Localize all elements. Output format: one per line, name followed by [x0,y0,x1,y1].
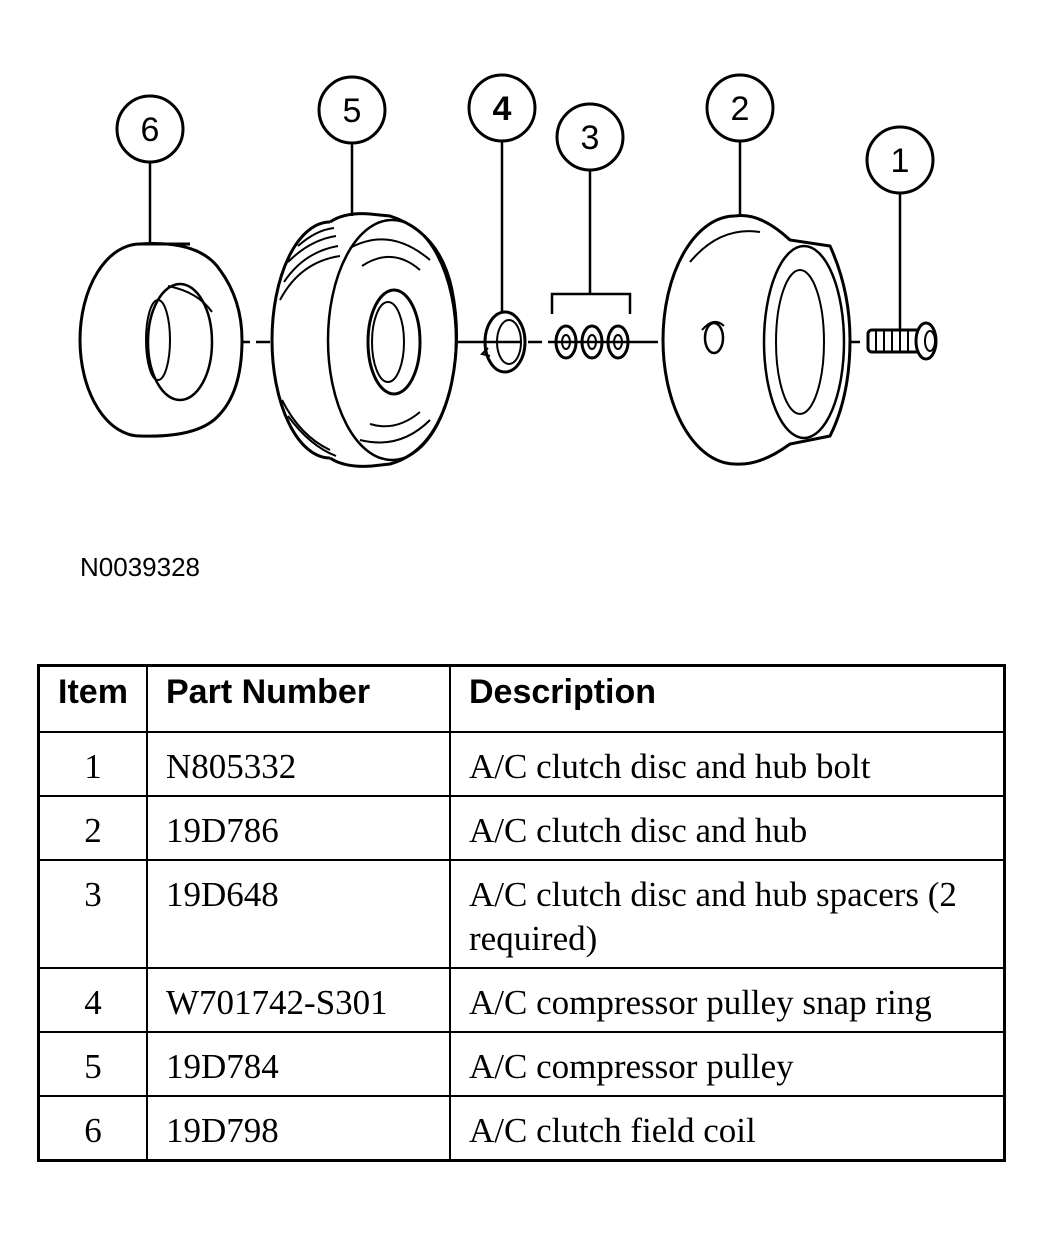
part-bolt [866,321,938,361]
table-row: 3 19D648 A/C clutch disc and hub spacers… [37,859,1006,969]
cell-item: 5 [37,1031,148,1097]
callout-3-label: 3 [581,119,600,157]
callout-5-circle [317,75,387,145]
cell-item: 2 [37,795,148,861]
figure-id: N0039328 [80,552,200,582]
header-item: Item [37,664,148,733]
callout-6-label: 6 [141,111,160,149]
part-disc-and-hub [661,214,852,466]
callout-4-label: 4 [493,90,512,128]
cell-part-number: 19D798 [146,1095,451,1162]
table-row: 6 19D798 A/C clutch field coil [37,1095,1006,1162]
cell-description: A/C clutch disc and hub bolt [449,731,1006,797]
cell-item: 1 [37,731,148,797]
table-row: 1 N805332 A/C clutch disc and hub bolt [37,731,1006,797]
cell-item: 3 [37,859,148,969]
callout-1-circle [865,125,935,195]
callout-6-circle [115,94,185,164]
callout-4-circle [467,73,537,143]
part-snap-ring [480,310,527,374]
header-part-number: Part Number [146,664,451,733]
table-row: 2 19D786 A/C clutch disc and hub [37,795,1006,861]
callout-2-label: 2 [731,90,750,128]
callout-3-circle [555,102,625,172]
cell-part-number: N805332 [146,731,451,797]
table-row: 5 19D784 A/C compressor pulley [37,1031,1006,1097]
part-pulley [270,212,459,468]
cell-description: A/C clutch field coil [449,1095,1006,1162]
cell-part-number: 19D784 [146,1031,451,1097]
callout-2-circle [705,73,775,143]
cell-item: 6 [37,1095,148,1162]
cell-description: A/C clutch disc and hub [449,795,1006,861]
part-field-coil [78,242,244,438]
cell-part-number: W701742-S301 [146,967,451,1033]
cell-part-number: 19D786 [146,795,451,861]
callout-5-label: 5 [343,92,362,130]
parts-table: Item Part Number Description 1 N805332 A… [37,664,1006,1162]
leader-lines [148,140,902,330]
cell-description: A/C clutch disc and hub spacers (2 requi… [449,859,1006,969]
part-spacers [550,292,632,360]
exploded-view-diagram: 1 2 3 4 5 6 [78,73,938,468]
cell-description: A/C compressor pulley snap ring [449,967,1006,1033]
cell-item: 4 [37,967,148,1033]
header-description: Description [449,664,1006,733]
callout-1-label: 1 [891,142,910,180]
table-row: 4 W701742-S301 A/C compressor pulley sna… [37,967,1006,1033]
table-header-row: Item Part Number Description [37,664,1006,733]
cell-part-number: 19D648 [146,859,451,969]
cell-description: A/C compressor pulley [449,1031,1006,1097]
